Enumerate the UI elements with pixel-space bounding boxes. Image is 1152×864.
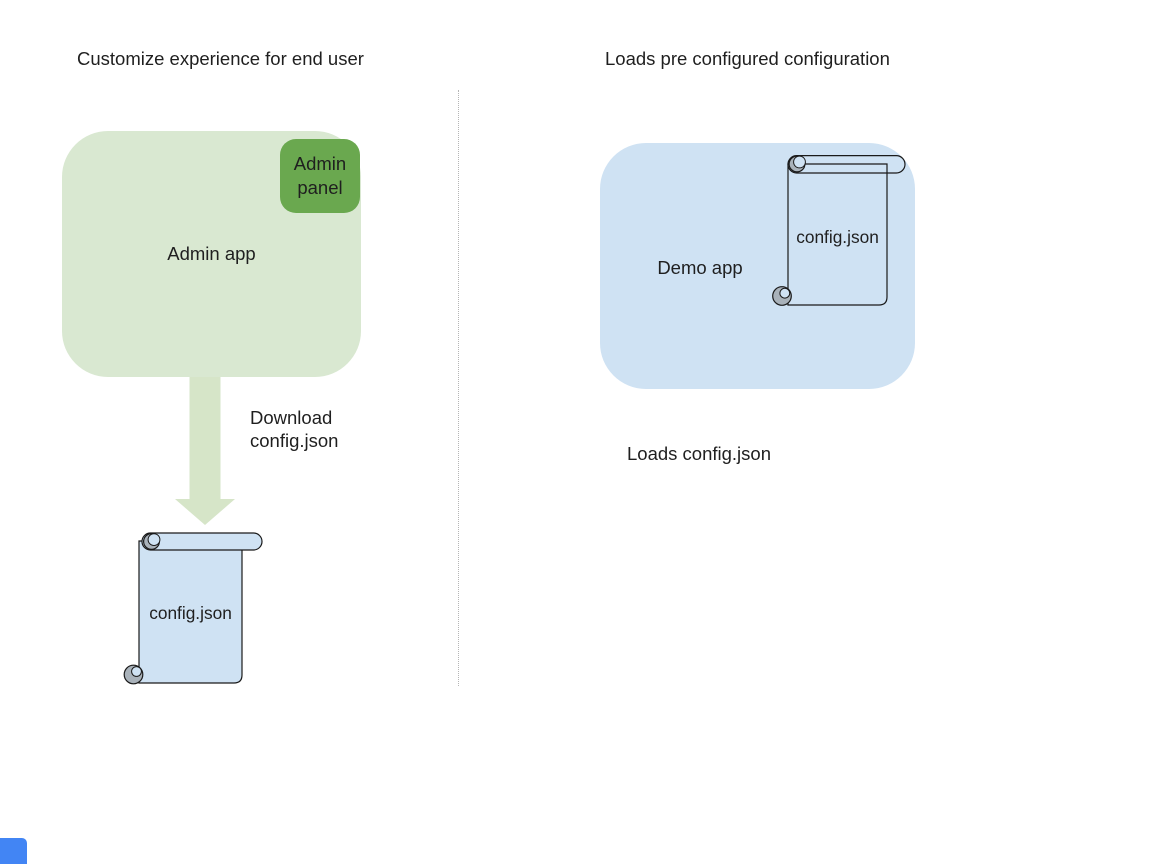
admin-panel-shape: Admin panel <box>280 139 360 213</box>
download-arrow-label: Download config.json <box>250 407 339 451</box>
clipped-corner-shape <box>0 838 27 864</box>
download-arrow-icon <box>175 377 235 525</box>
loads-config-caption: Loads config.json <box>627 443 771 464</box>
config-file-scroll-icon <box>123 532 263 685</box>
left-config-file-label: config.json <box>149 603 232 623</box>
section-divider-line <box>458 90 459 686</box>
demo-app-shape <box>600 143 915 389</box>
right-config-file-label: config.json <box>796 227 879 247</box>
admin-panel-label: Admin panel <box>293 153 347 198</box>
loaded-config-scroll-icon <box>772 155 906 306</box>
left-section-title: Customize experience for end user <box>77 48 364 69</box>
admin-app-label: Admin app <box>167 243 256 264</box>
right-section-title: Loads pre configured configuration <box>605 48 890 69</box>
demo-app-label: Demo app <box>657 257 743 278</box>
